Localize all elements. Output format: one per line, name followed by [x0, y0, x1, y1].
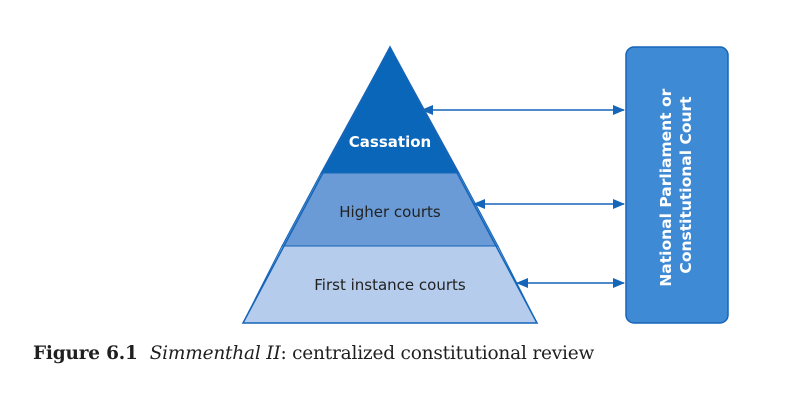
figure-title-rest: : centralized constitutional review [280, 343, 595, 364]
court-hierarchy-diagram: Cassation Higher courts First instance c… [241, 45, 729, 324]
tier-label-higher-courts: Higher courts [339, 203, 441, 221]
box-label: National Parliament or Constitutional Co… [657, 83, 695, 286]
box-label-line-1: National Parliament or [657, 88, 675, 286]
box-label-line-2: Constitutional Court [677, 96, 695, 274]
figure-caption: Figure 6.1 Simmenthal II: centralized con… [33, 343, 594, 364]
national-parliament-constitutional-court-box [625, 46, 729, 324]
pyramid-outline [241, 45, 539, 324]
tier-label-first-instance-courts: First instance courts [314, 276, 466, 294]
figure-number: Figure 6.1 [33, 343, 138, 364]
figure-title-italic: Simmenthal II [149, 343, 281, 364]
tier-label-cassation: Cassation [349, 133, 431, 151]
